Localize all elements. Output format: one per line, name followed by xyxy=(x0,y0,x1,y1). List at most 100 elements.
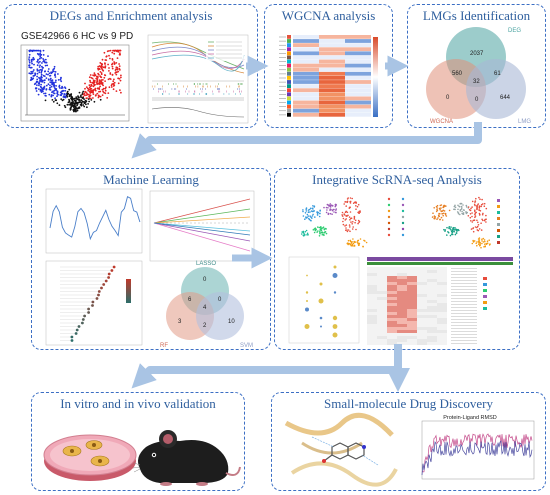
volcano-point xyxy=(108,70,110,72)
volcano-point xyxy=(30,60,33,63)
volcano-point xyxy=(36,80,39,83)
volcano-point xyxy=(89,79,91,82)
venn-ml-right-only: 10 xyxy=(228,319,235,325)
venn-set-lmg: LMG xyxy=(518,119,531,125)
volcano-point xyxy=(56,91,59,93)
volcano-point xyxy=(102,90,104,93)
volcano-point xyxy=(72,104,74,107)
volcano-point xyxy=(69,107,72,110)
volcano-point xyxy=(105,55,108,57)
volcano-point xyxy=(34,49,36,52)
volcano-point xyxy=(101,63,103,66)
volcano-point xyxy=(85,91,87,94)
volcano-point xyxy=(45,61,48,64)
volcano-point xyxy=(35,49,38,52)
volcano-point xyxy=(115,71,117,74)
volcano-point xyxy=(104,74,107,77)
volcano-point xyxy=(47,73,49,76)
volcano-point xyxy=(111,83,113,85)
volcano-point xyxy=(53,86,56,88)
volcano-point xyxy=(49,81,52,83)
volcano-point xyxy=(63,86,66,88)
volcano-point xyxy=(101,58,104,61)
volcano-point xyxy=(96,75,99,78)
volcano-point xyxy=(42,54,45,56)
venn-ml-center: 4 xyxy=(203,305,207,311)
arrow-scrna-down xyxy=(131,344,402,389)
volcano-point xyxy=(93,100,96,103)
volcano-point xyxy=(73,110,75,113)
volcano-point xyxy=(76,109,79,112)
volcano-point xyxy=(70,93,72,96)
volcano-point xyxy=(113,78,115,81)
volcano-point xyxy=(33,83,36,86)
venn-lmg-only: 644 xyxy=(500,95,511,101)
volcano-point xyxy=(99,90,102,93)
umap-plots xyxy=(300,196,500,249)
volcano-point xyxy=(28,72,31,75)
volcano-point xyxy=(99,98,102,101)
volcano-point xyxy=(40,83,42,86)
volcano-point xyxy=(54,97,56,100)
volcano-point xyxy=(66,95,69,98)
volcano-point xyxy=(42,49,45,52)
volcano-point xyxy=(43,92,45,95)
volcano-point xyxy=(112,83,115,85)
volcano-point xyxy=(87,98,90,100)
volcano-point xyxy=(68,88,71,91)
volcano-point xyxy=(39,64,41,67)
volcano-point xyxy=(40,71,43,74)
venn-ml-top-left: 6 xyxy=(188,297,192,303)
volcano-point xyxy=(48,88,51,91)
volcano-point xyxy=(81,93,84,96)
volcano-point xyxy=(84,87,86,90)
volcano-point xyxy=(52,90,54,93)
volcano-point xyxy=(49,86,51,89)
volcano-point xyxy=(97,65,100,68)
volcano-point xyxy=(32,77,35,80)
volcano-point xyxy=(28,60,31,62)
gsea-plot xyxy=(147,34,249,124)
volcano-point xyxy=(57,79,60,81)
volcano-point xyxy=(36,60,39,63)
volcano-point xyxy=(85,86,88,88)
volcano-point xyxy=(101,88,104,91)
volcano-point xyxy=(81,92,84,94)
volcano-point xyxy=(98,65,101,67)
volcano-point xyxy=(118,63,120,65)
volcano-point xyxy=(45,73,48,75)
docking-structure xyxy=(284,412,398,487)
volcano-point xyxy=(74,109,77,112)
volcano-point xyxy=(93,84,96,87)
volcano-point xyxy=(60,94,62,97)
volcano-point xyxy=(87,89,90,92)
volcano-point xyxy=(68,94,71,97)
volcano-point xyxy=(82,100,84,103)
volcano-point xyxy=(83,102,86,105)
volcano-point xyxy=(101,94,104,96)
volcano-point xyxy=(107,92,110,94)
volcano-point xyxy=(39,50,42,53)
panel-ml-title: Machine Learning xyxy=(103,172,199,187)
sc-heatmap xyxy=(367,257,513,345)
volcano-point xyxy=(85,97,88,100)
volcano-point xyxy=(80,96,82,98)
volcano-point xyxy=(45,95,47,97)
volcano-point xyxy=(33,63,35,66)
volcano-point xyxy=(108,50,110,52)
volcano-point xyxy=(113,81,116,84)
volcano-point xyxy=(52,70,54,72)
volcano-point xyxy=(104,62,106,65)
venn-lmgs: DEG WGCNA LMG 2037 560 61 32 0 0 644 xyxy=(426,27,531,125)
volcano-point xyxy=(47,55,49,57)
volcano-point xyxy=(73,97,76,100)
volcano-point xyxy=(104,66,106,69)
volcano-point xyxy=(102,84,104,87)
volcano-point xyxy=(101,67,103,70)
volcano-point xyxy=(30,76,33,79)
volcano-point xyxy=(53,92,56,95)
volcano-point xyxy=(98,95,101,98)
volcano-point xyxy=(44,58,47,61)
volcano-point xyxy=(66,90,69,93)
